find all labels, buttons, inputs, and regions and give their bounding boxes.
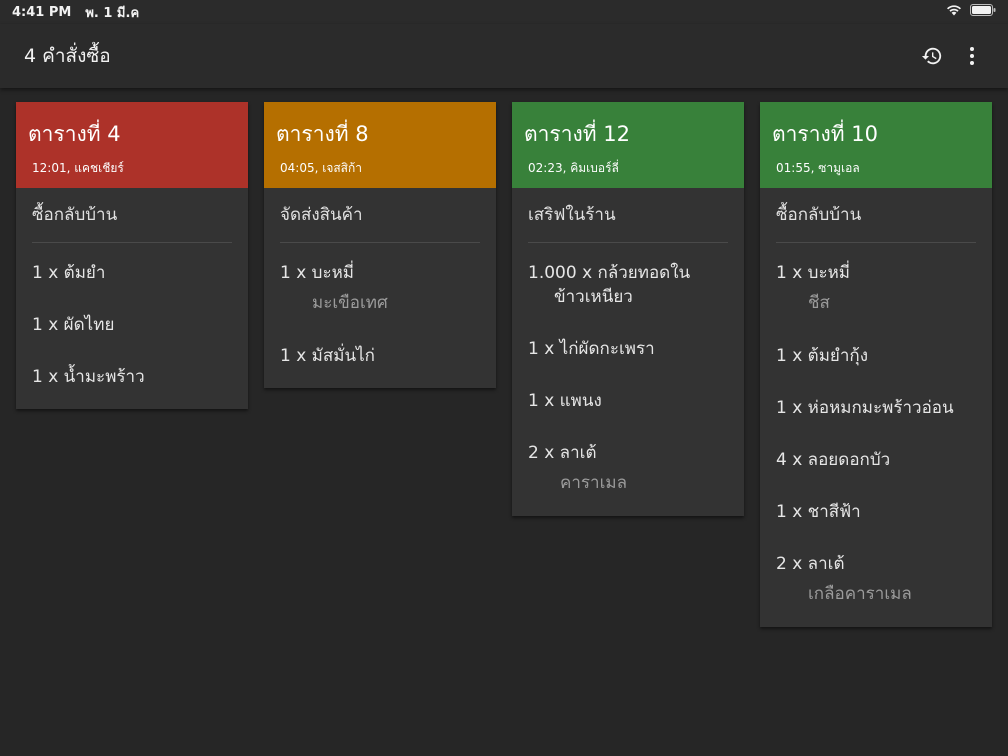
- order-item-text: 2 x ลาเต้: [528, 443, 597, 463]
- order-card-header: ตารางที่ 12 02:23, คิมเบอร์ลี่: [512, 102, 744, 188]
- status-time: 4:41 PM: [12, 4, 72, 20]
- order-meta: 01:55, ซามูเอล: [776, 161, 860, 175]
- order-item-text: 4 x ลอยดอกบัว: [776, 450, 891, 470]
- order-item-modifier: คาราเมล: [560, 473, 628, 493]
- order-item-text: 1 x ไก่ผัดกะเพรา: [528, 339, 655, 359]
- order-meta: 02:23, คิมเบอร์ลี่: [528, 161, 619, 175]
- order-meta: 12:01, แคชเชียร์: [32, 161, 124, 175]
- order-item-text: 1 x ต้มยำ: [32, 263, 106, 283]
- order-item-text: 2 x ลาเต้: [776, 554, 845, 574]
- order-item[interactable]: 1 x บะหมี่ชีส: [776, 247, 976, 330]
- order-item[interactable]: 1 x ต้มยำกุ้ง: [776, 330, 976, 382]
- order-item-text: 1 x ผัดไทย: [32, 315, 115, 335]
- order-item[interactable]: 1 x บะหมี่มะเขือเทศ: [280, 247, 480, 330]
- order-item-text: 1.000 x กล้วยทอดใน: [528, 263, 691, 283]
- order-item[interactable]: 1 x ชาสีฟ้า: [776, 486, 976, 538]
- order-type: ซื้อกลับบ้าน: [32, 188, 232, 243]
- page-title: 4 คำสั่งซื้อ: [24, 45, 111, 67]
- app-bar: 4 คำสั่งซื้อ: [0, 24, 1008, 88]
- order-item[interactable]: 2 x ลาเต้คาราเมล: [528, 427, 728, 510]
- order-type: ซื้อกลับบ้าน: [776, 188, 976, 243]
- order-item-modifier: มะเขือเทศ: [312, 293, 388, 313]
- order-card[interactable]: ตารางที่ 4 12:01, แคชเชียร์ซื้อกลับบ้าน 1 …: [16, 102, 248, 409]
- order-item-text: 1 x ห่อหมกมะพร้าวอ่อน: [776, 398, 954, 418]
- order-item[interactable]: 1.000 x กล้วยทอดในข้าวเหนียว: [528, 247, 728, 323]
- battery-icon: [970, 4, 996, 20]
- order-type: จัดส่งสินค้า: [280, 188, 480, 243]
- order-item[interactable]: 1 x แพนง: [528, 375, 728, 427]
- order-item[interactable]: 2 x ลาเต้เกลือคาราเมล: [776, 538, 976, 621]
- table-name: ตารางที่ 10: [772, 122, 878, 146]
- order-item[interactable]: 4 x ลอยดอกบัว: [776, 434, 976, 486]
- order-item-text-cont: ข้าวเหนียว: [554, 287, 633, 307]
- order-card[interactable]: ตารางที่ 12 02:23, คิมเบอร์ลี่เสริฟในร้าน…: [512, 102, 744, 516]
- order-card-body: ซื้อกลับบ้าน 1 x ต้มยำ 1 x ผัดไทย 1 x น้ำมะ…: [16, 188, 248, 403]
- history-icon[interactable]: [920, 44, 944, 68]
- order-item[interactable]: 1 x ผัดไทย: [32, 299, 232, 351]
- table-name: ตารางที่ 12: [524, 122, 630, 146]
- order-item[interactable]: 1 x ต้มยำ: [32, 247, 232, 299]
- status-icons: [946, 4, 996, 20]
- order-item[interactable]: 1 x มัสมั่นไก่: [280, 330, 480, 382]
- status-date: พ. 1 มี.ค: [85, 5, 140, 21]
- order-item-text: 1 x ต้มยำกุ้ง: [776, 346, 869, 366]
- table-name: ตารางที่ 8: [276, 122, 369, 146]
- order-item-text: 1 x บะหมี่: [280, 263, 355, 283]
- status-bar: 4:41 PM พ. 1 มี.ค: [0, 0, 1008, 24]
- order-item-text: 1 x มัสมั่นไก่: [280, 346, 375, 366]
- order-item-text: 1 x น้ำมะพร้าว: [32, 367, 145, 387]
- order-item-modifier: เกลือคาราเมล: [808, 584, 912, 604]
- table-name: ตารางที่ 4: [28, 122, 121, 146]
- order-item-text: 1 x บะหมี่: [776, 263, 851, 283]
- order-card-header: ตารางที่ 4 12:01, แคชเชียร์: [16, 102, 248, 188]
- order-card-header: ตารางที่ 10 01:55, ซามูเอล: [760, 102, 992, 188]
- order-item[interactable]: 1 x ไก่ผัดกะเพรา: [528, 323, 728, 375]
- order-item-text: 1 x แพนง: [528, 391, 602, 411]
- order-card-header: ตารางที่ 8 04:05, เจสสิก้า: [264, 102, 496, 188]
- wifi-icon: [946, 4, 962, 20]
- order-type: เสริฟในร้าน: [528, 188, 728, 243]
- order-item[interactable]: 1 x น้ำมะพร้าว: [32, 351, 232, 403]
- order-item-modifier: ชีส: [808, 293, 830, 313]
- order-item[interactable]: 1 x ห่อหมกมะพร้าวอ่อน: [776, 382, 976, 434]
- order-item-text: 1 x ชาสีฟ้า: [776, 502, 861, 522]
- more-vert-icon[interactable]: [960, 44, 984, 68]
- order-meta: 04:05, เจสสิก้า: [280, 161, 362, 175]
